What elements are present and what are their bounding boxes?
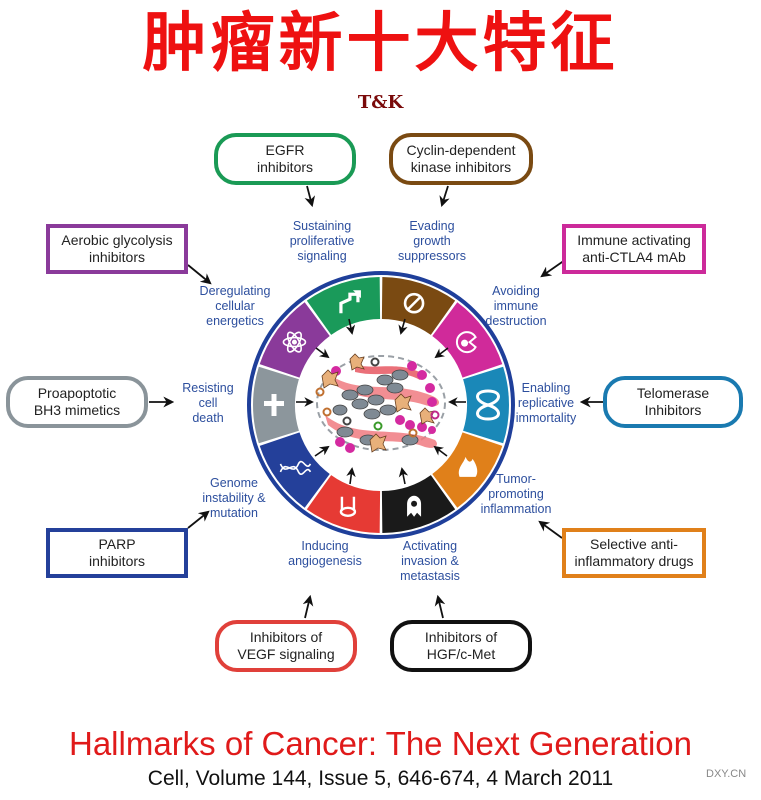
hallmark-label-immortality: Enabling replicative immortality: [515, 381, 577, 425]
anti-ctla4-box: Immune activating anti-CTLA4 mAb: [562, 224, 706, 274]
hallmark-label-proliferative: Sustaining proliferative signaling: [289, 219, 355, 263]
atom-icon: [282, 331, 307, 353]
vegf-inhibitors-box: Inhibitors of VEGF signaling: [215, 620, 357, 672]
paper-citation: Cell, Volume 144, Issue 5, 646-674, 4 Ma…: [147, 767, 614, 790]
wheel-segment-proliferative: [306, 277, 381, 335]
inner-arrows: [296, 318, 466, 485]
tumor-microenvironment-icon: [315, 353, 446, 453]
wheel-segment-angiogenesis: [306, 475, 381, 533]
page-title: 肿瘤新十大特征: [142, 7, 619, 81]
prohibit-icon: [403, 292, 425, 314]
arrow-icon: [339, 290, 361, 314]
hallmark-label-death: Resisting cell death: [182, 381, 234, 425]
drug-arrows: [149, 185, 603, 619]
wheel-segments: [253, 277, 510, 533]
dna-icon: [279, 460, 312, 475]
hallmark-label-growth: Evading growth suppressors: [397, 219, 467, 263]
bh3-mimetics-box: Proapoptotic BH3 mimetics: [6, 376, 148, 428]
parp-inhibitors-box: PARP inhibitors: [46, 528, 188, 578]
infinity-icon: [476, 389, 500, 421]
author-tag: T&K: [357, 92, 404, 113]
hallmark-label-energetics: Deregulating cellular energetics: [199, 284, 271, 328]
hallmark-label-genome: Genome instability & mutation: [202, 476, 266, 520]
egfr-inhibitors-box: EGFR inhibitors: [214, 133, 356, 185]
telomerase-inhibitors-box: Telomerase Inhibitors: [603, 376, 743, 428]
cross-icon: [264, 394, 284, 416]
wheel-segment-growth: [381, 277, 456, 335]
vessel-icon: [339, 496, 357, 517]
immune-cell-icon: [455, 331, 477, 354]
watermark: DXY.CN: [706, 768, 747, 780]
flame-icon: [458, 456, 478, 477]
hallmark-label-immune: Avoiding immune destruction: [485, 284, 547, 328]
cdk-inhibitors-box: Cyclin-dependent kinase inhibitors: [389, 133, 533, 185]
anti-inflammatory-drugs-box: Selective anti- inflammatory drugs: [562, 528, 706, 578]
hallmark-label-angiogenesis: Inducing angiogenesis: [288, 539, 362, 568]
wheel-segment-immune: [432, 302, 503, 378]
ghost-cell-icon: [407, 495, 422, 517]
hgf-cmet-inhibitors-box: Inhibitors of HGF/c-Met: [390, 620, 532, 672]
hallmark-label-inflammation: Tumor- promoting inflammation: [480, 472, 552, 516]
wheel-segment-genome: [259, 432, 330, 508]
aerobic-glycolysis-inhibitors-box: Aerobic glycolysis inhibitors: [46, 224, 188, 274]
hallmark-label-invasion: Activating invasion & metastasis: [400, 539, 460, 583]
paper-title: Hallmarks of Cancer: The Next Generation: [69, 725, 692, 762]
